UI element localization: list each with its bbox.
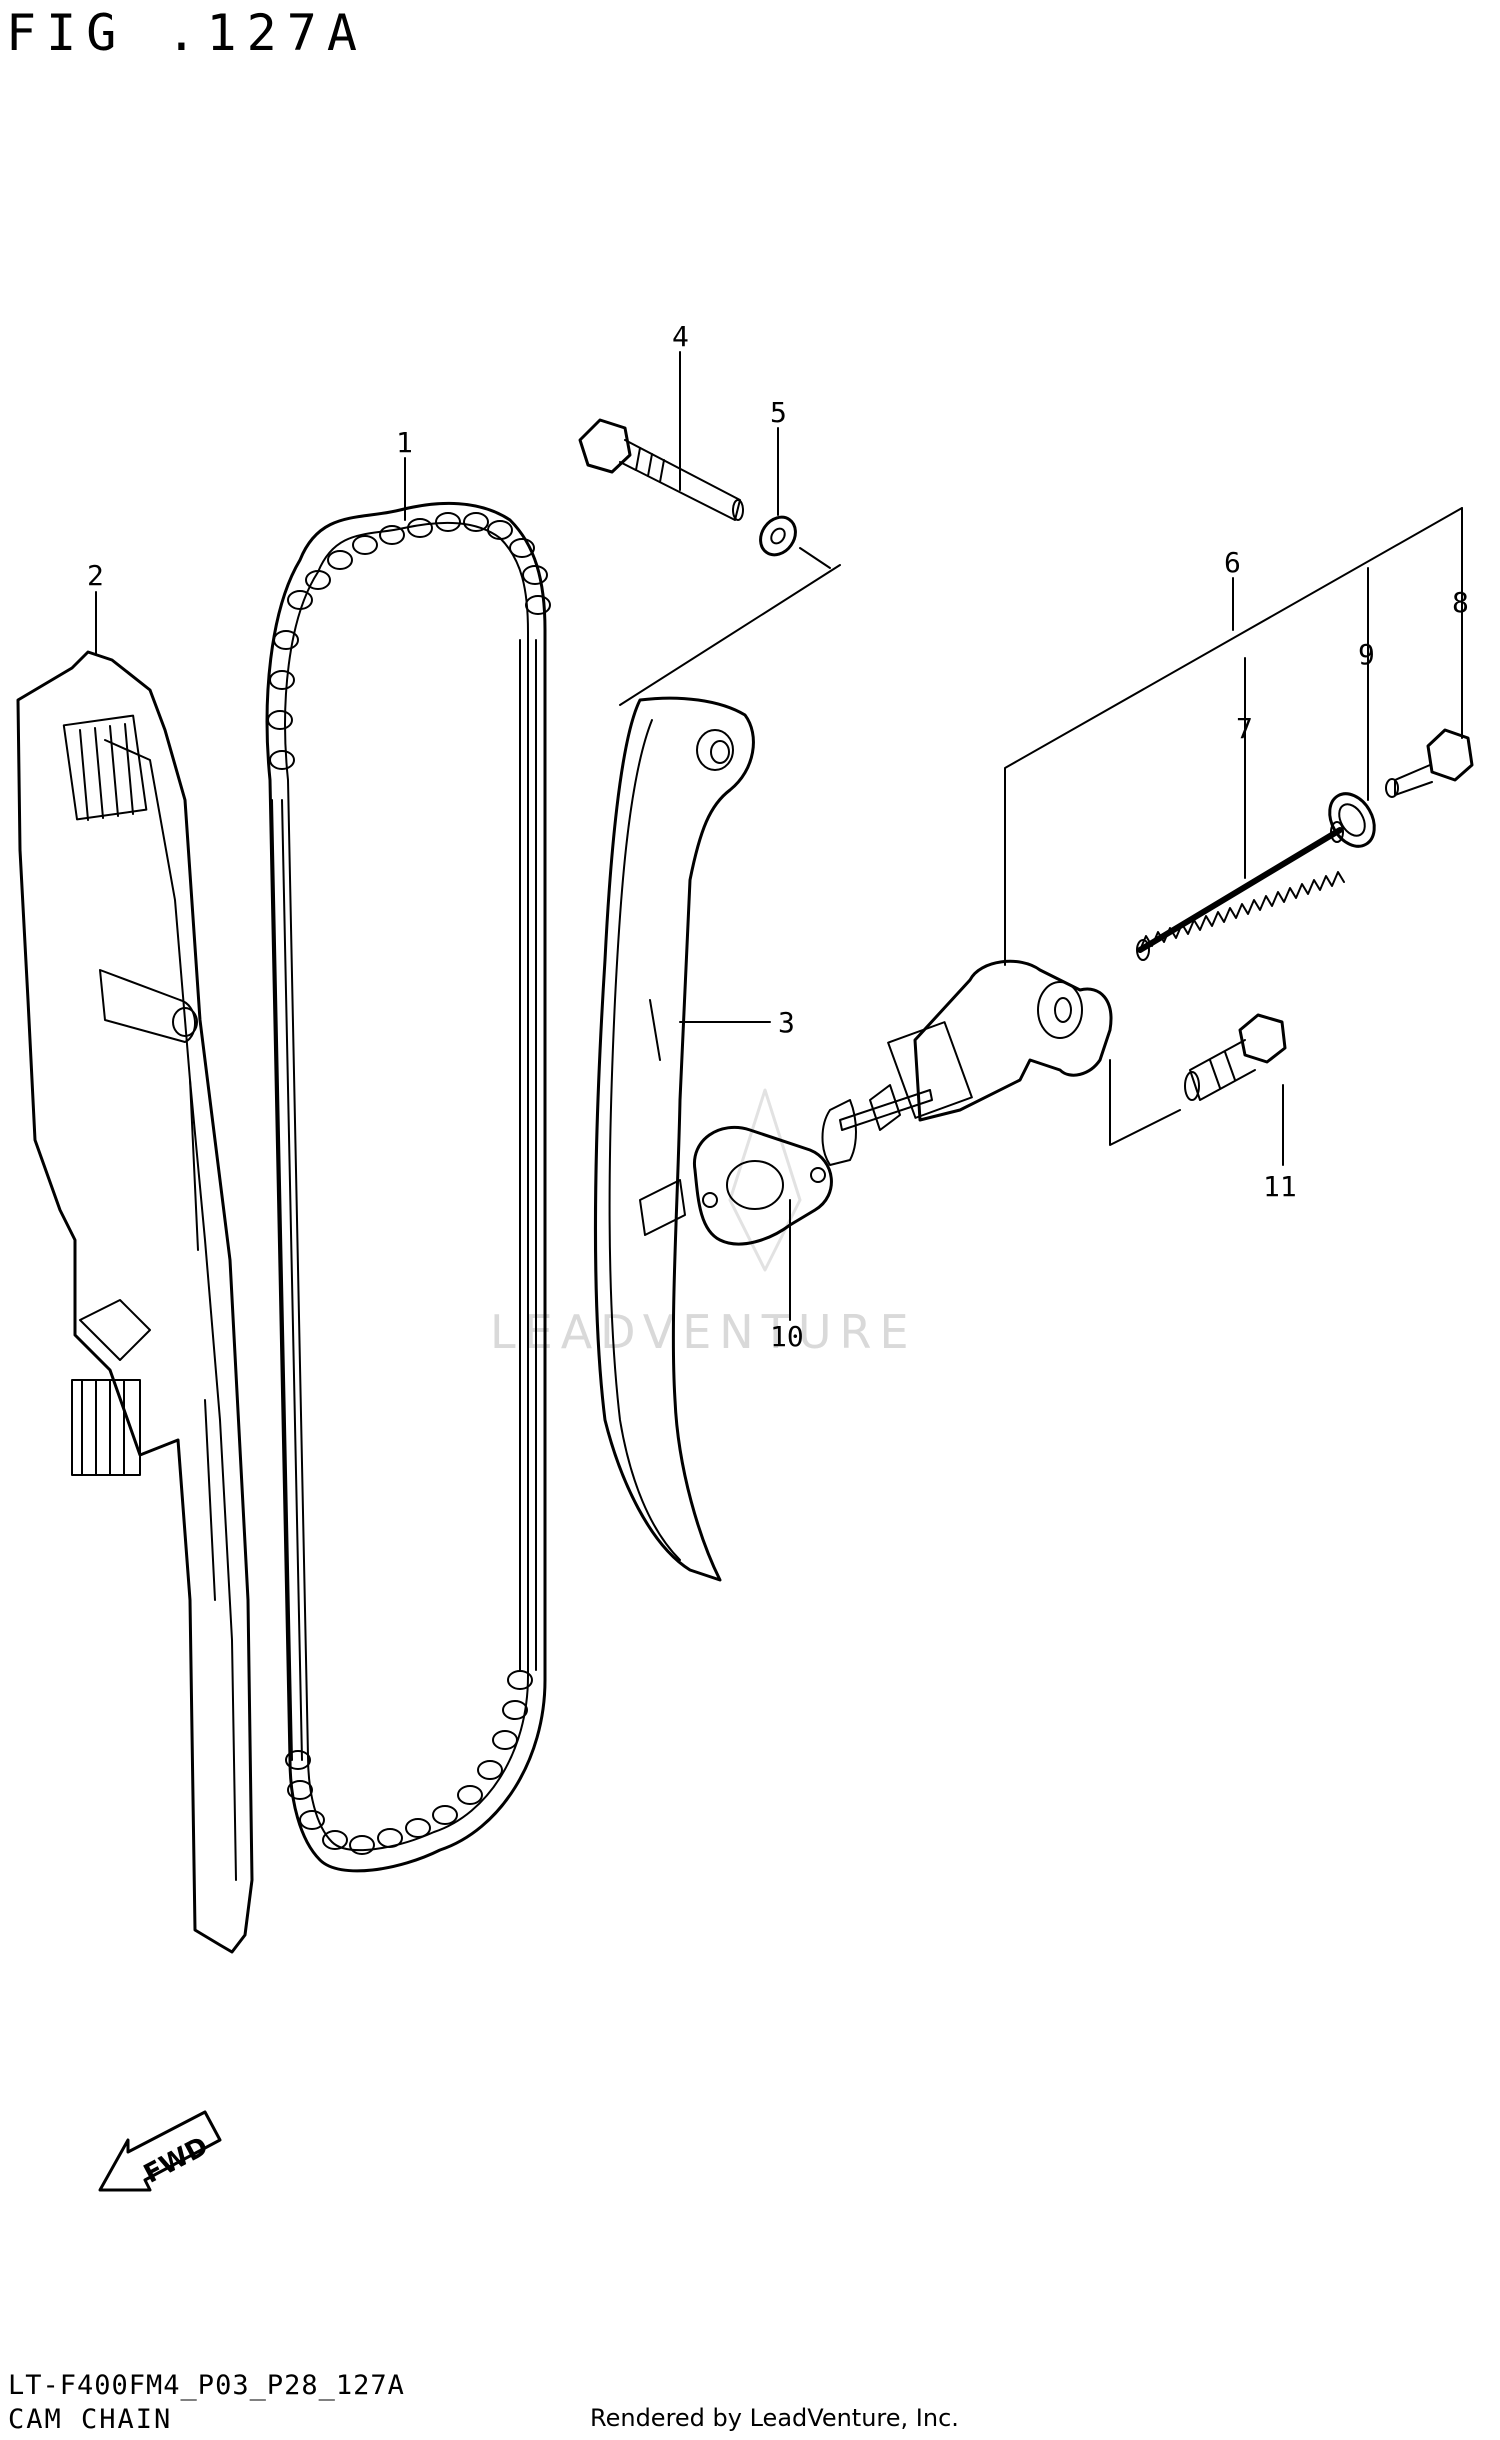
callout-9: 9	[1358, 638, 1375, 671]
washer	[759, 515, 797, 557]
forward-direction-arrow: FWD	[98, 2110, 222, 2192]
section-name: CAM CHAIN	[8, 2404, 173, 2435]
watermark: LEADVENTURE	[490, 1088, 917, 1359]
chain-guide	[16, 650, 254, 1954]
callout-5: 5	[770, 396, 787, 429]
callout-1: 1	[396, 426, 413, 459]
tensioner-gasket	[693, 1125, 833, 1246]
tensioner-adjuster	[821, 959, 1113, 1166]
tensioner-guide	[594, 696, 755, 1582]
watermark-text: LEADVENTURE	[490, 1305, 917, 1359]
cam-chain	[265, 502, 551, 1873]
tensioner-spring	[1136, 821, 1345, 961]
o-ring-gasket	[1328, 792, 1376, 848]
callout-2: 2	[87, 559, 104, 592]
figure-title: FIG .127A	[6, 4, 367, 62]
callout-4: 4	[672, 320, 689, 353]
render-credit: Rendered by LeadVenture, Inc.	[590, 2404, 959, 2432]
leader-lines	[95, 351, 1463, 1321]
callout-8: 8	[1452, 586, 1469, 619]
cap-bolt	[1385, 728, 1474, 798]
callout-10: 10	[770, 1320, 804, 1353]
callout-11: 11	[1263, 1170, 1297, 1203]
callout-6: 6	[1224, 546, 1241, 579]
drawing-code: LT-F400FM4_P03_P28_127A	[8, 2370, 405, 2401]
callout-7: 7	[1236, 712, 1253, 745]
guide-bolt	[578, 418, 744, 521]
mounting-bolt	[1184, 1013, 1287, 1101]
callout-3: 3	[778, 1006, 795, 1039]
